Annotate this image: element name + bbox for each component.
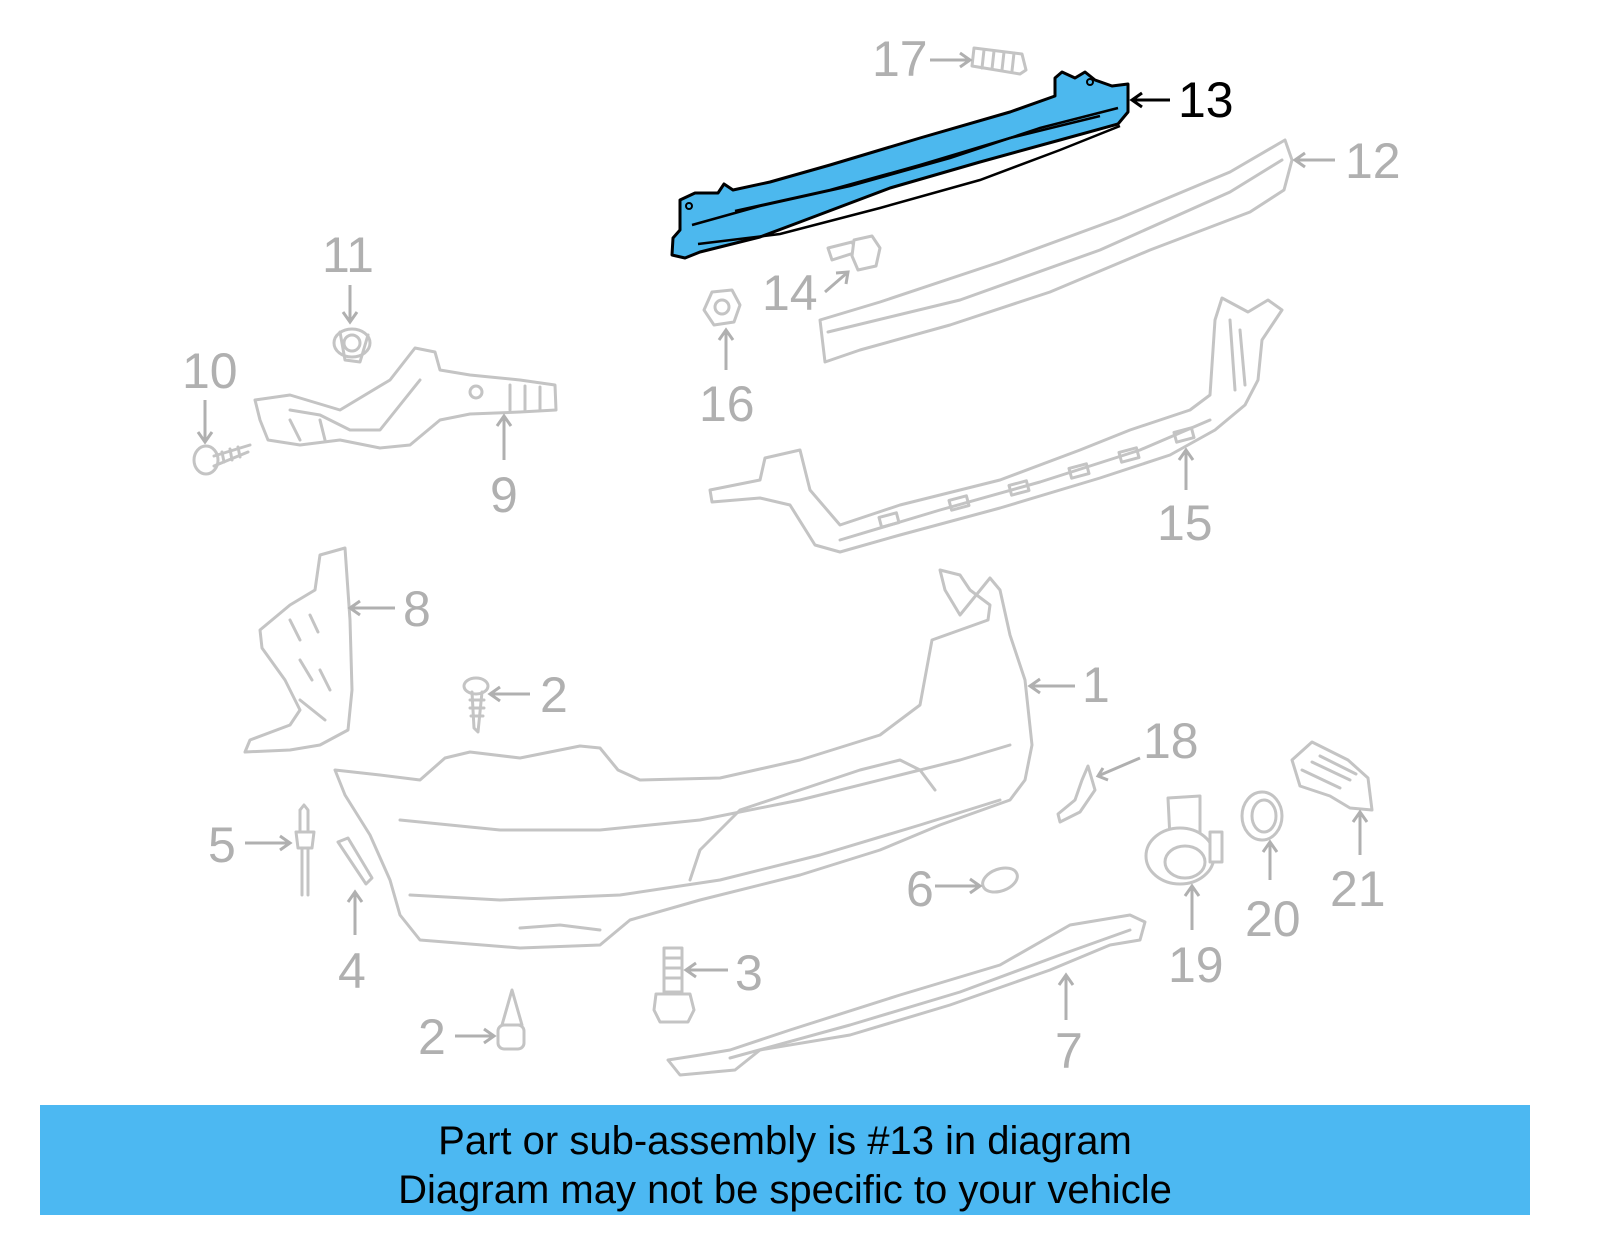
callout-3: 3 xyxy=(735,945,763,1001)
callout-15: 15 xyxy=(1157,495,1213,551)
callout-7: 7 xyxy=(1055,1023,1083,1079)
part-8-side-bracket[interactable] xyxy=(243,546,354,754)
part-11-grommet[interactable] xyxy=(332,327,372,364)
part-15-bracket[interactable] xyxy=(708,296,1284,554)
callout-14: 14 xyxy=(762,265,818,321)
info-banner: Part or sub-assembly is #13 in diagram D… xyxy=(40,1105,1530,1215)
callout-1: 1 xyxy=(1082,657,1110,713)
callout-16: 16 xyxy=(699,376,755,432)
callout-18: 18 xyxy=(1143,713,1199,769)
part-17-stud[interactable] xyxy=(970,46,1028,76)
callout-8: 8 xyxy=(403,581,431,637)
part-19-sensor[interactable] xyxy=(1144,794,1224,886)
callout-6: 6 xyxy=(906,861,934,917)
callout-2-lower: 2 xyxy=(418,1009,446,1065)
part-5-pin[interactable] xyxy=(294,803,316,897)
part-20-ring[interactable] xyxy=(1240,790,1284,842)
part-7-valance[interactable] xyxy=(666,913,1147,1077)
callout-17: 17 xyxy=(872,31,928,87)
callout-13: 13 xyxy=(1178,72,1234,128)
callout-20: 20 xyxy=(1245,891,1301,947)
callout-4: 4 xyxy=(338,943,366,999)
callout-12: 12 xyxy=(1345,133,1401,189)
callout-5: 5 xyxy=(208,817,236,873)
callout-2-upper: 2 xyxy=(540,667,568,723)
part-9-bracket[interactable] xyxy=(253,346,558,450)
part-6-cover[interactable] xyxy=(979,864,1020,897)
callout-numbers: 1 2 3 2 4 5 6 7 8 9 10 11 12 13 14 15 16… xyxy=(182,31,1401,1079)
callout-10: 10 xyxy=(182,343,238,399)
part-4-reflector[interactable] xyxy=(336,836,374,886)
leader-lines xyxy=(196,51,1369,1045)
banner-line-disclaimer: Diagram may not be specific to your vehi… xyxy=(398,1168,1172,1212)
part-2-clip-lower[interactable] xyxy=(496,988,526,1051)
callout-21: 21 xyxy=(1330,861,1386,917)
part-10-screw[interactable] xyxy=(192,443,252,476)
callout-19: 19 xyxy=(1168,937,1224,993)
part-16-nut[interactable] xyxy=(702,288,742,327)
part-13-reinforcement-bar[interactable] xyxy=(670,70,1130,260)
part-14-bolt[interactable] xyxy=(826,234,882,272)
callout-11: 11 xyxy=(322,227,374,283)
part-2-clip-upper[interactable] xyxy=(462,676,490,734)
part-21-sensor-bracket[interactable] xyxy=(1290,740,1374,812)
banner-line-part: Part or sub-assembly is #13 in diagram xyxy=(438,1119,1132,1163)
part-1-bumper-cover[interactable] xyxy=(333,568,1034,950)
callout-9: 9 xyxy=(490,467,518,523)
part-3-bolt[interactable] xyxy=(652,946,696,1024)
part-18-trim[interactable] xyxy=(1056,764,1097,824)
